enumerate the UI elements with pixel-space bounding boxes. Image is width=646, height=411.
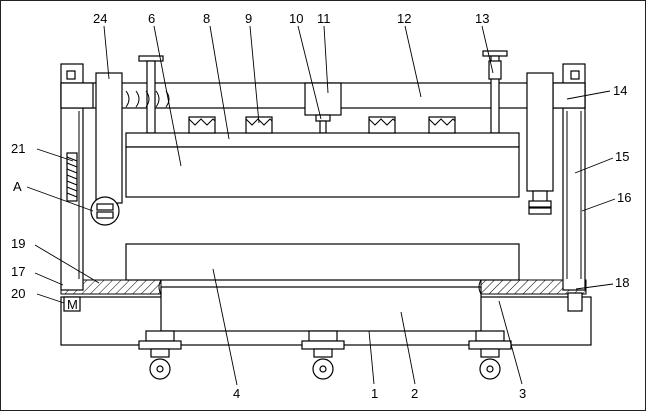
caster-middle bbox=[301, 330, 345, 380]
label-6: 6 bbox=[148, 11, 155, 26]
right-post bbox=[562, 63, 586, 291]
label-18: 18 bbox=[615, 275, 629, 290]
label-2: 2 bbox=[411, 386, 418, 401]
rail-break-lines bbox=[158, 279, 482, 295]
right-nut bbox=[488, 60, 502, 80]
leader-lines bbox=[26, 25, 616, 386]
right-clamp-bottom bbox=[528, 207, 552, 215]
right-handwheel bbox=[482, 50, 508, 57]
left-spring-coils bbox=[66, 156, 78, 198]
label-15: 15 bbox=[615, 149, 629, 164]
right-foot-block bbox=[567, 292, 583, 312]
label-4: 4 bbox=[233, 386, 240, 401]
caster-left bbox=[138, 330, 182, 380]
upper-block bbox=[125, 146, 520, 198]
label-11: 11 bbox=[317, 11, 331, 26]
label-8: 8 bbox=[203, 11, 210, 26]
left-slide-block bbox=[60, 82, 94, 109]
label-16: 16 bbox=[617, 190, 631, 205]
left-cylinder bbox=[95, 72, 123, 204]
label-10: 10 bbox=[289, 11, 303, 26]
right-clamp-top bbox=[528, 200, 552, 208]
base-inner-block bbox=[160, 286, 482, 332]
label-13: 13 bbox=[475, 11, 489, 26]
spindle-10 bbox=[319, 120, 327, 134]
label-21: 24 bbox=[93, 11, 107, 26]
pressing-plate bbox=[125, 132, 520, 148]
label-24: 20 bbox=[11, 286, 25, 301]
detail-a-circle bbox=[90, 196, 120, 226]
label-12: 12 bbox=[397, 11, 411, 26]
label-17: 17 bbox=[11, 264, 25, 279]
spindle-head bbox=[315, 114, 331, 122]
left-handwheel bbox=[138, 55, 164, 62]
left-screw-rod bbox=[146, 60, 156, 134]
left-post-cap bbox=[66, 70, 76, 80]
detail-a-clamp-top bbox=[96, 203, 114, 211]
label-19: 19 bbox=[11, 236, 25, 251]
right-post-cap bbox=[570, 70, 580, 80]
label-1: 1 bbox=[371, 386, 378, 401]
lower-block bbox=[125, 243, 520, 281]
label-a: A bbox=[13, 179, 22, 194]
motor-label-m: M bbox=[67, 297, 78, 312]
detail-a-clamp-bottom bbox=[96, 211, 114, 219]
label-3: 3 bbox=[519, 386, 526, 401]
compression-springs bbox=[188, 116, 456, 134]
right-cylinder bbox=[526, 72, 554, 192]
label-14: 14 bbox=[613, 83, 627, 98]
flexible-coupling bbox=[125, 90, 170, 108]
label-9: 9 bbox=[245, 11, 252, 26]
right-slide-block-14 bbox=[552, 82, 586, 109]
motor-box bbox=[63, 296, 81, 312]
motor-11 bbox=[304, 82, 342, 116]
label-20: 21 bbox=[11, 141, 25, 156]
